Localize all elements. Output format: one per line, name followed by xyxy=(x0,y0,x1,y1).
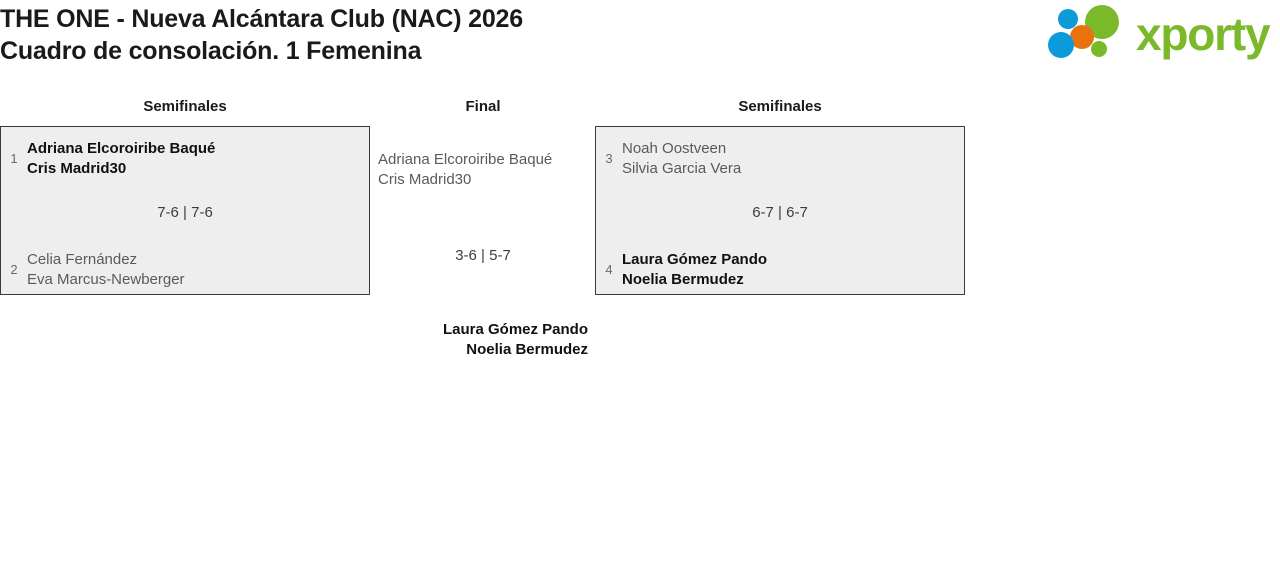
match-team-row[interactable]: 1 Adriana Elcoroiribe Baqué Cris Madrid3… xyxy=(1,139,369,179)
team-names: Noah Oostveen Silvia Garcia Vera xyxy=(622,139,964,179)
player-name: Adriana Elcoroiribe Baqué xyxy=(27,140,216,157)
team-names: Celia Fernández Eva Marcus-Newberger xyxy=(27,250,369,290)
player-name: Silvia Garcia Vera xyxy=(622,160,742,177)
logo-dots-icon xyxy=(1048,5,1119,58)
player-name: Noelia Bermudez xyxy=(622,271,744,288)
team-names: Adriana Elcoroiribe Baqué Cris Madrid30 xyxy=(27,139,369,179)
page-title-line-1: THE ONE - Nueva Alcántara Club (NAC) 202… xyxy=(0,5,523,33)
round-header-final: Final xyxy=(465,98,501,115)
player-name: Cris Madrid30 xyxy=(27,160,127,177)
match-score: 7-6 | 7-6 xyxy=(157,204,213,221)
player-name: Noelia Bermudez xyxy=(466,341,588,358)
match-team-row[interactable]: 2 Celia Fernández Eva Marcus-Newberger xyxy=(1,250,369,290)
page-title-line-2: Cuadro de consolación. 1 Femenina xyxy=(0,37,422,65)
logo-wordmark: xporty xyxy=(1136,8,1271,60)
seed-number: 4 xyxy=(605,262,613,277)
match-semifinal-left[interactable]: 1 Adriana Elcoroiribe Baqué Cris Madrid3… xyxy=(0,126,370,295)
round-header-semifinals-left: Semifinales xyxy=(143,98,227,115)
player-name: Noah Oostveen xyxy=(622,140,727,157)
match-score: 6-7 | 6-7 xyxy=(752,204,808,221)
seed-number: 2 xyxy=(10,262,18,277)
player-name: Celia Fernández xyxy=(27,251,138,268)
player-name: Eva Marcus-Newberger xyxy=(27,271,185,288)
player-name: Adriana Elcoroiribe Baqué xyxy=(378,151,553,168)
page-title: THE ONE - Nueva Alcántara Club (NAC) 202… xyxy=(0,3,523,67)
round-header-semifinals-right: Semifinales xyxy=(738,98,822,115)
seed-number: 1 xyxy=(10,151,18,166)
xporty-logo[interactable]: xporty xyxy=(1044,4,1272,64)
seed-number: 3 xyxy=(605,151,613,166)
team-names: Laura Gómez Pando Noelia Bermudez xyxy=(622,250,964,290)
match-team-row[interactable]: 4 Laura Gómez Pando Noelia Bermudez xyxy=(596,250,964,290)
final-runner-up[interactable]: Adriana Elcoroiribe Baqué Cris Madrid30 xyxy=(378,150,598,190)
player-name: Cris Madrid30 xyxy=(378,171,472,188)
final-score: 3-6 | 5-7 xyxy=(455,247,511,264)
match-team-row[interactable]: 3 Noah Oostveen Silvia Garcia Vera xyxy=(596,139,964,179)
match-semifinal-right[interactable]: 3 Noah Oostveen Silvia Garcia Vera 6-7 |… xyxy=(595,126,965,295)
player-name: Laura Gómez Pando xyxy=(442,321,588,338)
final-champion[interactable]: Laura Gómez Pando Noelia Bermudez xyxy=(368,320,588,360)
player-name: Laura Gómez Pando xyxy=(622,251,768,268)
